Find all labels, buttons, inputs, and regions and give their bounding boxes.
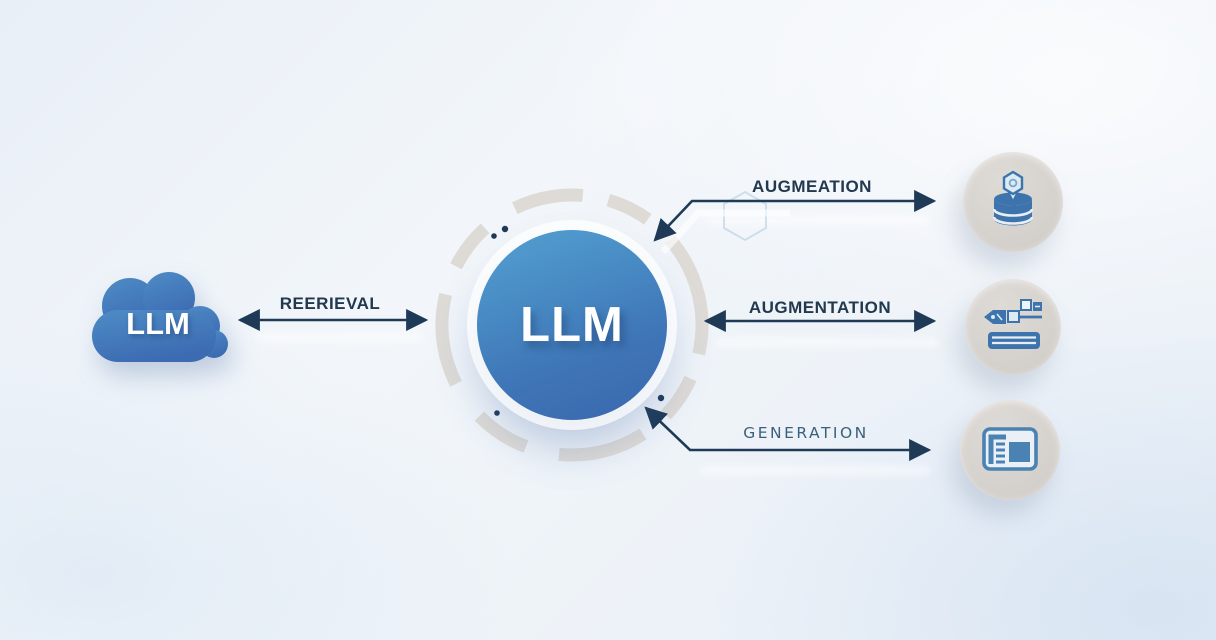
database-node [963, 152, 1063, 252]
glow-streak [715, 338, 940, 347]
llm-center-node: LLM [477, 230, 667, 420]
cloud-llm-label: LLM [126, 306, 190, 341]
data-pipeline-icon [984, 299, 1042, 349]
cloud-node [84, 268, 240, 374]
document-node [960, 400, 1060, 500]
glow-streak [700, 466, 930, 475]
augmentation-top-arrow [653, 189, 937, 242]
glow-streak [255, 333, 425, 342]
dot-decoration [657, 394, 665, 402]
cloud-icon [92, 272, 228, 362]
dot-decoration [491, 233, 497, 239]
dashed-ring [435, 188, 709, 462]
retrieval-label: REERIEVAL [279, 294, 381, 313]
document-window-icon [982, 427, 1038, 471]
generation-arrow [644, 406, 932, 462]
generation-label: GENERATION [743, 424, 869, 442]
augmentation-top-label: AUGMEATION [752, 177, 872, 196]
dot-decoration [494, 410, 500, 416]
database-icon [992, 170, 1034, 226]
pipeline-node [965, 279, 1061, 375]
dot-decoration [501, 225, 509, 233]
augmentation-middle-label: AUGMENTATION [748, 298, 892, 317]
llm-center-label: LLM [520, 298, 624, 352]
